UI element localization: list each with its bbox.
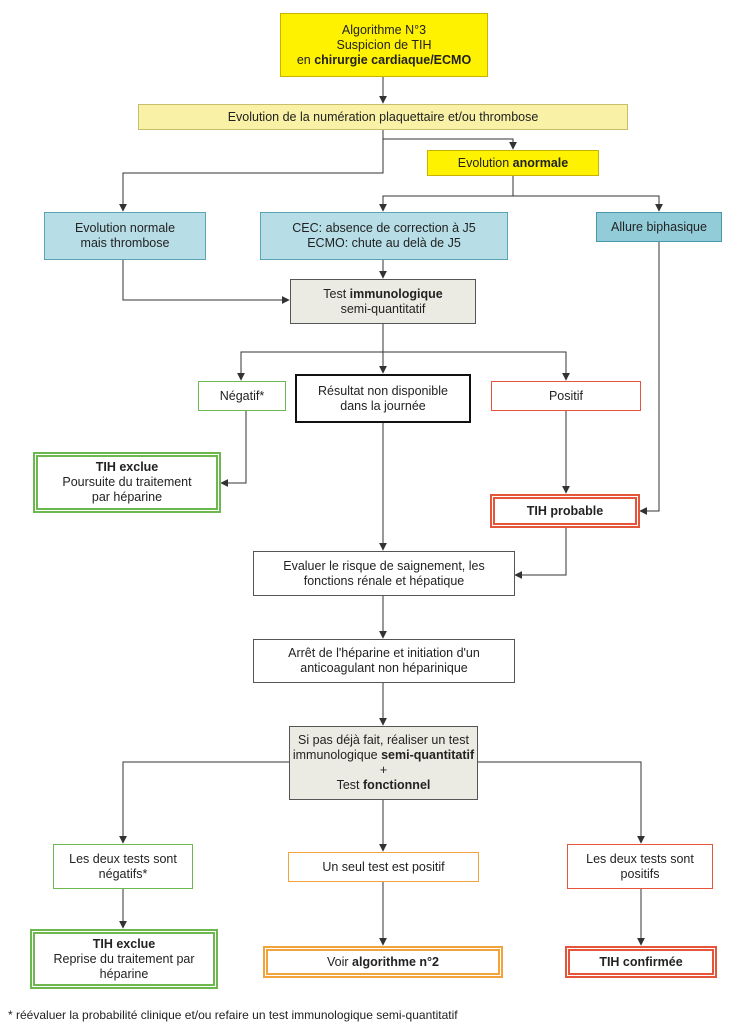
arrow-evolution-to-anormale [382,130,517,150]
arrow-si-to-deux-negatifs [119,761,289,844]
evolution-anormale-box: Evolution anormale [427,150,599,176]
footnote: * réévaluer la probabilité clinique et/o… [8,1008,458,1022]
si-pas-line2-bold: semi-quantitatif [381,748,475,762]
si-pas-deja-fait-box: Si pas déjà fait, réaliser un test immun… [289,726,478,800]
tih-exclue-1-line2: Poursuite du traitement [62,475,192,489]
negatif-box: Négatif* [198,381,286,411]
tih-exclue-box-1: TIH exclue Poursuite du traitement par h… [33,452,221,513]
si-pas-line4-bold: fonctionnel [363,778,431,792]
arrow-test-to-positif [383,351,570,381]
tih-confirmee-text: TIH confirmée [599,954,683,969]
deux-positifs-line1: Les deux tests sont [586,851,694,866]
evolution-numeration-text: Evolution de la numération plaquettaire … [227,109,539,124]
si-pas-line1: Si pas déjà fait, réaliser un test [298,733,469,747]
tih-probable-box: TIH probable [490,494,640,528]
arrow-anormale-to-biphasique [513,195,663,212]
deux-tests-positifs-box: Les deux tests sont positifs [567,844,713,889]
arrow-test-to-negatif [237,351,383,381]
voir-algorithme-link: algorithme n°2 [352,954,439,969]
tih-exclue-box-2: TIH exclue Reprise du traitement par hép… [30,929,218,989]
evolution-normale-line2: mais thrombose [80,236,170,250]
voir-algorithme-box: Voir algorithme n°2 [263,946,503,978]
algorithm-context-prefix: en [296,52,315,67]
evolution-normale-line1: Evolution normale [74,221,176,235]
algorithm-title-box: Algorithme N°3 Suspicion de TIH en chiru… [280,13,488,77]
evaluer-risque-box: Evaluer le risque de saignement, les fon… [253,551,515,596]
positif-text: Positif [548,388,584,403]
arrow-biphasique-to-probable [639,242,660,515]
tih-probable-text: TIH probable [526,503,604,518]
ecmo-line: ECMO: chute au delà de J5 [307,236,461,250]
allure-biphasique-text: Allure biphasique [611,219,707,234]
deux-negatifs-line2: négatifs* [98,866,148,881]
arrow-negatif-to-exclue [220,411,247,487]
evolution-anormale-prefix: Evolution [457,155,513,170]
arrow-si-to-deux-positifs [478,761,645,844]
deux-tests-negatifs-box: Les deux tests sont négatifs* [53,844,193,889]
tih-exclue-2-bold: TIH exclue [92,936,156,951]
algorithm-context: chirurgie cardiaque/ECMO [314,52,472,67]
un-seul-text: Un seul test est positif [322,859,445,874]
deux-negatifs-line1: Les deux tests sont [69,851,177,866]
tih-exclue-1-line3: par héparine [91,490,163,504]
evolution-anormale-bold: anormale [512,155,569,170]
arret-line2: anticoagulant non héparinique [300,661,468,675]
cec-ecmo-box: CEC: absence de correction à J5 ECMO: ch… [260,212,508,260]
positif-box: Positif [491,381,641,411]
test-immuno-prefix: Test [323,286,350,301]
test-immunologique-box: Test immunologique semi-quantitatif [290,279,476,324]
arrow-evolution-to-normale [119,130,384,212]
voir-prefix: Voir [327,954,353,969]
tih-exclue-2-line2: Reprise du traitement par [53,951,195,966]
cec-line: CEC: absence de correction à J5 [292,221,476,235]
resultat-line1: Résultat non disponible [318,383,448,398]
evolution-numeration-box: Evolution de la numération plaquettaire … [138,104,628,130]
resultat-non-disponible-box: Résultat non disponible dans la journée [295,374,471,423]
tih-exclue-2-line3: héparine [99,966,149,981]
negatif-text: Négatif* [219,388,265,403]
tih-confirmee-box: TIH confirmée [565,946,717,978]
si-pas-plus: + [379,763,388,777]
test-immuno-line2: semi-quantitatif [340,301,426,316]
arrow-normale-to-test [122,260,290,304]
arrow-probable-to-evaluer [514,528,567,579]
allure-biphasique-box: Allure biphasique [596,212,722,242]
resultat-line2: dans la journée [340,398,426,413]
deux-positifs-line2: positifs [620,866,660,881]
evolution-normale-box: Evolution normale mais thrombose [44,212,206,260]
arret-line1: Arrêt de l'héparine et initiation d'un [288,646,480,660]
arret-heparine-box: Arrêt de l'héparine et initiation d'un a… [253,639,515,683]
si-pas-line2-prefix: immunologique [292,748,382,762]
algorithm-number: Algorithme N°3 [341,22,427,37]
arrow-anormale-to-cec [379,176,514,212]
tih-exclue-1-bold: TIH exclue [95,460,159,474]
algorithm-subtitle: Suspicion de TIH [336,37,432,52]
si-pas-line4-prefix: Test [336,778,364,792]
evaluer-line2: fonctions rénale et hépatique [303,573,465,588]
un-seul-test-positif-box: Un seul test est positif [288,852,479,882]
evaluer-line1: Evaluer le risque de saignement, les [283,558,485,573]
test-immuno-bold: immunologique [349,286,443,301]
